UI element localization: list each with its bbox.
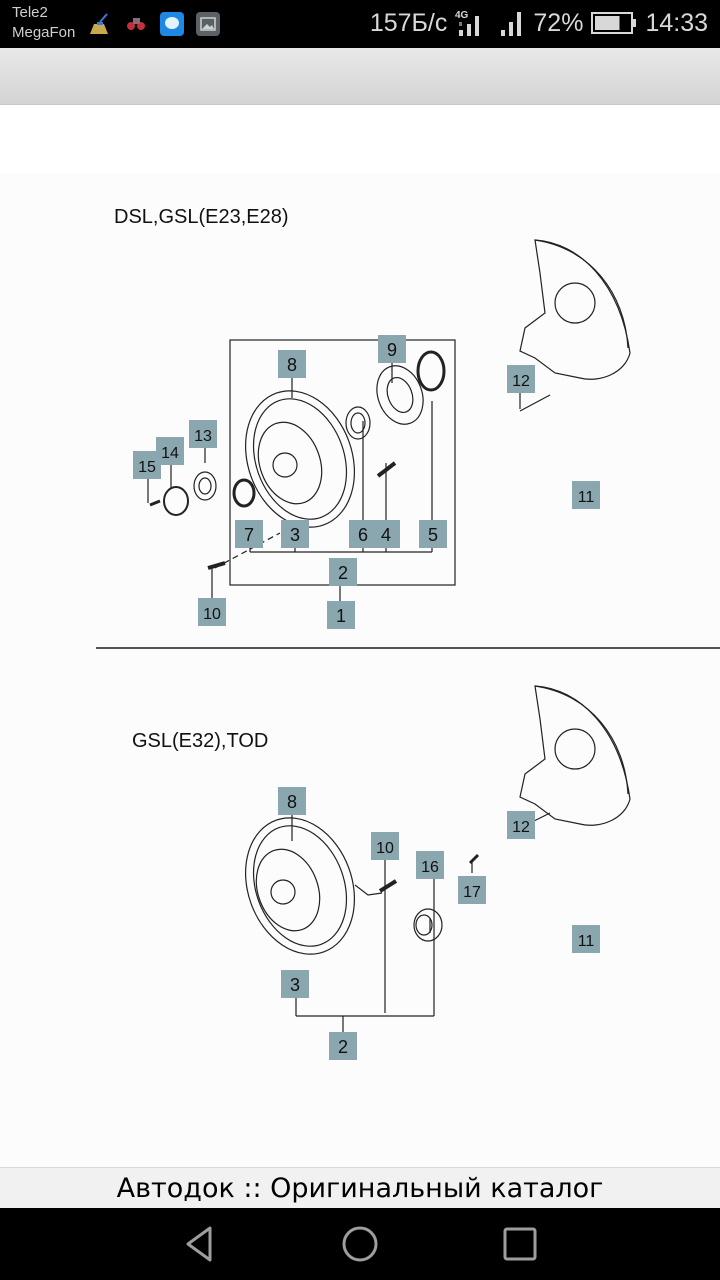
cleaner-broom-icon — [90, 13, 108, 34]
callout-number: 4 — [381, 525, 391, 545]
content-area: DSL,GSL(E23,E28) GSL(E32),TOD 1 2 3 4 5 … — [0, 105, 720, 1167]
callout-label[interactable]: 3 — [281, 520, 309, 548]
callout-label[interactable]: 11 — [572, 925, 600, 953]
callout-label[interactable]: 1 — [327, 601, 355, 629]
parts-diagram[interactable]: DSL,GSL(E23,E28) GSL(E32),TOD 1 2 3 4 5 … — [0, 173, 720, 1167]
callout-number: 10 — [376, 840, 394, 857]
carrier-2: MegaFon — [12, 24, 76, 41]
gallery-icon — [196, 12, 220, 36]
assembly-frame — [229, 339, 456, 586]
callout-number: 2 — [338, 563, 348, 583]
callout-label[interactable]: 8 — [278, 350, 306, 378]
callout-number: 16 — [421, 859, 439, 876]
status-bar: Tele2 MegaFon 157Б/с 4G — [0, 0, 720, 48]
game-app-icon — [127, 18, 145, 30]
callout-number: 7 — [244, 525, 254, 545]
battery-percent: 72% — [533, 8, 584, 37]
callout-label[interactable]: 15 — [133, 451, 161, 479]
callout-number: 1 — [336, 606, 346, 626]
carrier-1: Tele2 — [12, 4, 48, 21]
callout-label[interactable]: 16 — [416, 851, 444, 879]
clock: 14:33 — [645, 8, 708, 37]
signal-4g-icon: 4G — [455, 10, 480, 36]
navigation-bar — [0, 1208, 720, 1280]
callout-label[interactable]: 9 — [378, 335, 406, 363]
callout-label[interactable]: 10 — [371, 832, 399, 860]
callout-number: 11 — [578, 489, 595, 506]
callout-number: 6 — [358, 525, 368, 545]
back-icon[interactable] — [180, 1224, 220, 1264]
callout-number: 9 — [387, 340, 397, 360]
callout-number: 14 — [161, 445, 179, 462]
network-type: 4G — [455, 10, 469, 21]
messages-icon — [160, 12, 184, 36]
callout-labels-1: 1 2 3 4 5 6 7 8 9 10 11 12 13 14 15 — [133, 335, 600, 629]
app-toolbar — [0, 48, 720, 105]
callout-number: 3 — [290, 975, 300, 995]
battery-icon — [591, 12, 637, 34]
callout-label[interactable]: 17 — [458, 876, 486, 904]
section-1-title: DSL,GSL(E23,E28) — [114, 206, 289, 228]
callout-label[interactable]: 6 — [349, 520, 377, 548]
recents-icon[interactable] — [500, 1224, 540, 1264]
callout-number: 11 — [578, 933, 595, 950]
signal-icon — [501, 12, 522, 36]
callout-label[interactable]: 2 — [329, 1032, 357, 1060]
carrier-names: Tele2 MegaFon — [12, 3, 75, 43]
callout-number: 10 — [203, 606, 221, 623]
callout-label[interactable]: 11 — [572, 481, 600, 509]
callout-number: 15 — [138, 459, 156, 476]
callout-number: 17 — [463, 884, 481, 901]
status-right: 157Б/с 4G 72% 14:33 — [370, 8, 708, 38]
callout-number: 8 — [287, 355, 297, 375]
callout-number: 12 — [512, 819, 530, 836]
callout-label[interactable]: 12 — [507, 811, 535, 839]
callout-number: 13 — [194, 428, 212, 445]
callout-labels-2: 2 3 8 10 11 12 16 17 — [278, 787, 600, 1060]
diagram-svg: DSL,GSL(E23,E28) GSL(E32),TOD 1 2 3 4 5 … — [96, 206, 720, 1060]
callout-label[interactable]: 7 — [235, 520, 263, 548]
callout-number: 5 — [428, 525, 438, 545]
callout-number: 3 — [290, 525, 300, 545]
callout-label[interactable]: 13 — [189, 420, 217, 448]
callout-number: 12 — [512, 373, 530, 390]
network-speed: 157Б/с — [369, 8, 448, 37]
callout-label[interactable]: 5 — [419, 520, 447, 548]
notification-icons — [88, 12, 220, 36]
footer-title: Автодок :: Оригинальный каталог — [0, 1167, 720, 1209]
callout-label[interactable]: 12 — [507, 365, 535, 393]
callout-number: 8 — [287, 792, 297, 812]
callout-label[interactable]: 10 — [198, 598, 226, 626]
callout-label[interactable]: 8 — [278, 787, 306, 815]
callout-label[interactable]: 2 — [329, 558, 357, 586]
section-2-title: GSL(E32),TOD — [132, 730, 268, 752]
home-icon[interactable] — [340, 1224, 380, 1264]
callout-number: 2 — [338, 1037, 348, 1057]
callout-label[interactable]: 3 — [281, 970, 309, 998]
